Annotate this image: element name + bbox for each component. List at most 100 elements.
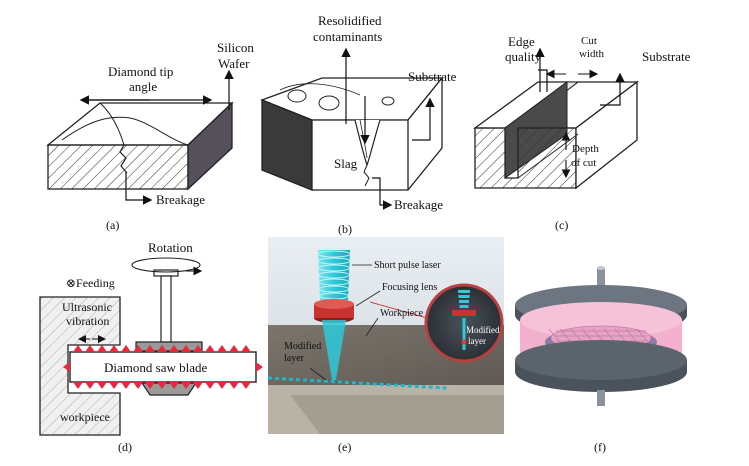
laser-cone [317, 250, 351, 300]
blade-tooth [205, 345, 215, 352]
caption-c: (c) [555, 218, 568, 232]
spindle-shaft [160, 275, 172, 343]
blade-tooth [241, 382, 251, 389]
label-workpiece-d: workpiece [60, 410, 110, 424]
label-diamond-saw-blade: Diamond saw blade [104, 360, 207, 375]
substrate-c-front [474, 127, 577, 189]
caption-b: (b) [338, 222, 352, 236]
blade-tooth [205, 382, 215, 389]
blade-tooth [109, 382, 119, 389]
rotation-arrow [131, 257, 201, 273]
beam-ring [318, 264, 350, 272]
substrate-c-side [575, 80, 638, 190]
label-substrate-c: Substrate [642, 49, 691, 64]
blade-tooth [169, 382, 179, 389]
wafer-side-face [187, 101, 233, 191]
blade-tooth [133, 382, 143, 389]
inset-beam-ring [459, 300, 469, 303]
blade-tooth [193, 345, 203, 352]
beam-ring [318, 278, 350, 286]
saw-blade [69, 351, 257, 383]
breakage-arrow [125, 172, 153, 205]
caption-d: (d) [118, 440, 132, 454]
panel-e: Short pulse laser Focusing lens Workpiec… [267, 237, 504, 454]
blade-tooth [229, 345, 239, 352]
label-depth-line2: of cut [571, 157, 596, 169]
blade-tooth [256, 362, 263, 372]
label-diamond-tip-line1: Diamond tip [108, 64, 173, 79]
panel-d: Rotation ⊗Feeding Ultrasonic vibration D… [39, 240, 263, 454]
blade-tooth [241, 345, 251, 352]
label-breakage-a: Breakage [156, 192, 205, 207]
label-resolidified-line1: Resolidified [318, 13, 382, 28]
spindle-flange-top [135, 341, 203, 352]
bottom-disk [515, 340, 687, 380]
caption-a: (a) [106, 218, 119, 232]
blade-tooth [85, 345, 95, 352]
blade-tooth [169, 345, 179, 352]
label-silicon-line1: Silicon [217, 40, 254, 55]
label-modified-line1: Modified [284, 341, 321, 352]
panel-f: (f) [515, 266, 687, 454]
label-substrate-b: Substrate [408, 69, 457, 84]
label-resolidified-line2: contaminants [313, 29, 382, 44]
beam-ring [317, 257, 351, 265]
blade-tooth [85, 382, 95, 389]
label-edge-line2: quality [505, 49, 542, 64]
breakage-arrow-b [372, 177, 393, 210]
label-ultrasonic-line1: Ultrasonic [62, 300, 112, 314]
blade-tooth [229, 382, 239, 389]
label-short-pulse-laser: Short pulse laser [374, 260, 441, 271]
groove-curve [61, 116, 189, 146]
blade-tooth [157, 345, 167, 352]
blade-teeth [63, 345, 263, 389]
blade-tooth [121, 345, 131, 352]
leader-workpiece [365, 317, 379, 337]
label-cut-line2: width [579, 48, 605, 60]
crack-line [119, 144, 128, 174]
blade-tooth [133, 345, 143, 352]
inset-beam-ring [458, 295, 470, 298]
label-inset-modified-line2: layer [468, 336, 486, 346]
label-edge-line1: Edge [508, 34, 535, 49]
blade-tooth [217, 345, 227, 352]
caption-f: (f) [594, 440, 606, 454]
panel-b: Resolidified contaminants Substrate Slag… [260, 13, 457, 236]
label-diamond-tip-line2: angle [129, 79, 157, 94]
label-slag: Slag [334, 156, 358, 171]
label-workpiece-e: Workpiece [380, 308, 424, 319]
blade-tooth [63, 362, 70, 372]
beam-ring [317, 250, 351, 258]
panel-a: Diamond tip angle Silicon Wafer Breakage… [46, 40, 254, 232]
beam-ring [318, 271, 350, 279]
panel-c: Edge quality Cut width Substrate Depth o… [473, 34, 691, 232]
substrate-arrow-b [412, 97, 435, 141]
blade-tooth [109, 345, 119, 352]
label-modified-line2: layer [284, 353, 305, 364]
focused-beam [322, 320, 346, 380]
label-inset-modified-line1: Modified [466, 325, 500, 335]
label-ultrasonic-line2: vibration [66, 314, 109, 328]
label-rotation: Rotation [148, 240, 193, 255]
label-cut-line1: Cut [581, 35, 597, 47]
beam-ring [319, 285, 349, 293]
blade-tooth [217, 382, 227, 389]
blade-tooth [121, 382, 131, 389]
axle-bottom [597, 390, 605, 406]
leader-modified [309, 367, 327, 381]
blade-tooth [97, 382, 107, 389]
blade-tooth [157, 382, 167, 389]
blade-tooth [73, 345, 83, 352]
label-silicon-line2: Wafer [218, 56, 250, 71]
label-depth-line1: Depth [572, 143, 599, 155]
label-feeding: ⊗Feeding [66, 276, 115, 290]
blade-tooth [145, 345, 155, 352]
label-breakage-b: Breakage [394, 197, 443, 212]
modified-layer-line [267, 376, 447, 390]
axle-top [597, 268, 605, 298]
caption-e: (e) [338, 440, 351, 454]
inset-beam-ring [458, 290, 470, 293]
blade-tooth [181, 345, 191, 352]
inset-beam-ring [459, 305, 469, 308]
